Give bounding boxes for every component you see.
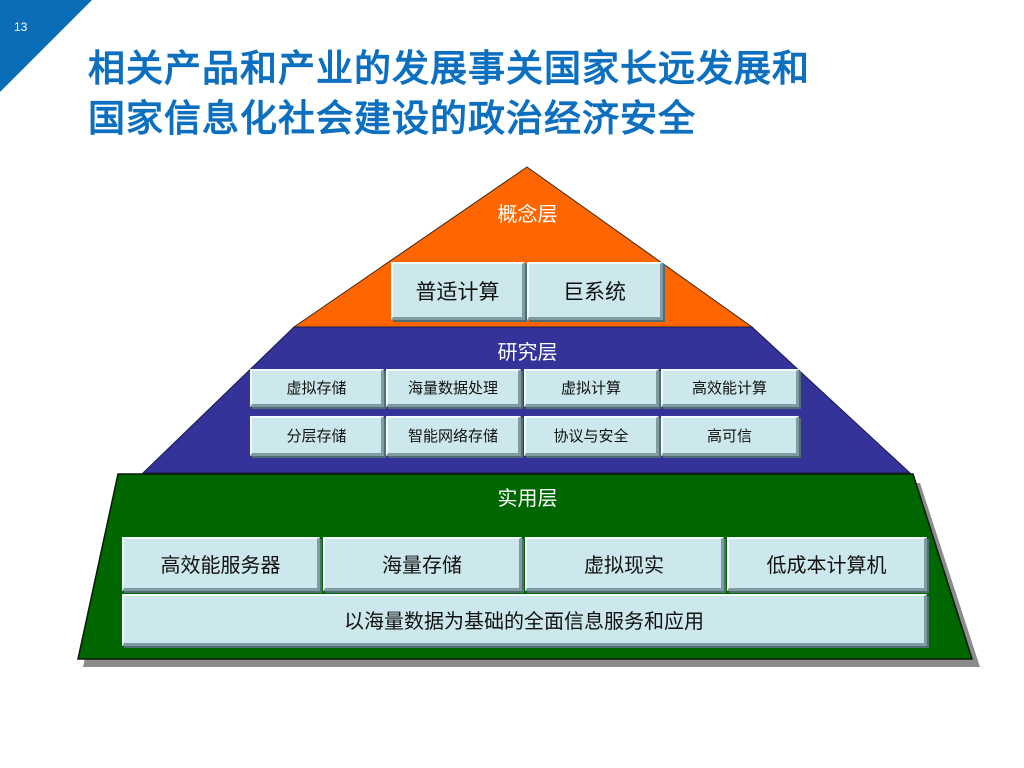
research-box: 智能网络存储 xyxy=(386,416,521,456)
research-layer-label: 研究层 xyxy=(497,340,558,364)
research-box: 虚拟存储 xyxy=(250,369,384,407)
practical-box: 海量存储 xyxy=(323,537,522,591)
research-box: 海量数据处理 xyxy=(386,369,521,407)
practical-layer-label: 实用层 xyxy=(497,486,558,510)
corner-page-marker xyxy=(0,0,92,92)
research-box: 虚拟计算 xyxy=(524,369,659,407)
slide-title-line-2: 国家信息化社会建设的政治经济安全 xyxy=(88,97,696,140)
slide-title: 相关产品和产业的发展事关国家长远发展和 国家信息化社会建设的政治经济安全 xyxy=(88,44,1008,144)
concept-box: 巨系统 xyxy=(527,262,663,320)
practical-box: 低成本计算机 xyxy=(727,537,927,591)
practical-wide-box: 以海量数据为基础的全面信息服务和应用 xyxy=(122,594,927,646)
page-number: 13 xyxy=(14,20,28,34)
concept-box: 普适计算 xyxy=(391,262,525,320)
slide-title-line-1: 相关产品和产业的发展事关国家长远发展和 xyxy=(88,47,810,90)
research-box: 协议与安全 xyxy=(524,416,659,456)
research-box: 高效能计算 xyxy=(661,369,799,407)
practical-box: 虚拟现实 xyxy=(525,537,724,591)
concept-layer-label: 概念层 xyxy=(497,202,558,226)
research-box: 高可信 xyxy=(661,416,799,456)
practical-box: 高效能服务器 xyxy=(122,537,320,591)
research-box: 分层存储 xyxy=(250,416,384,456)
